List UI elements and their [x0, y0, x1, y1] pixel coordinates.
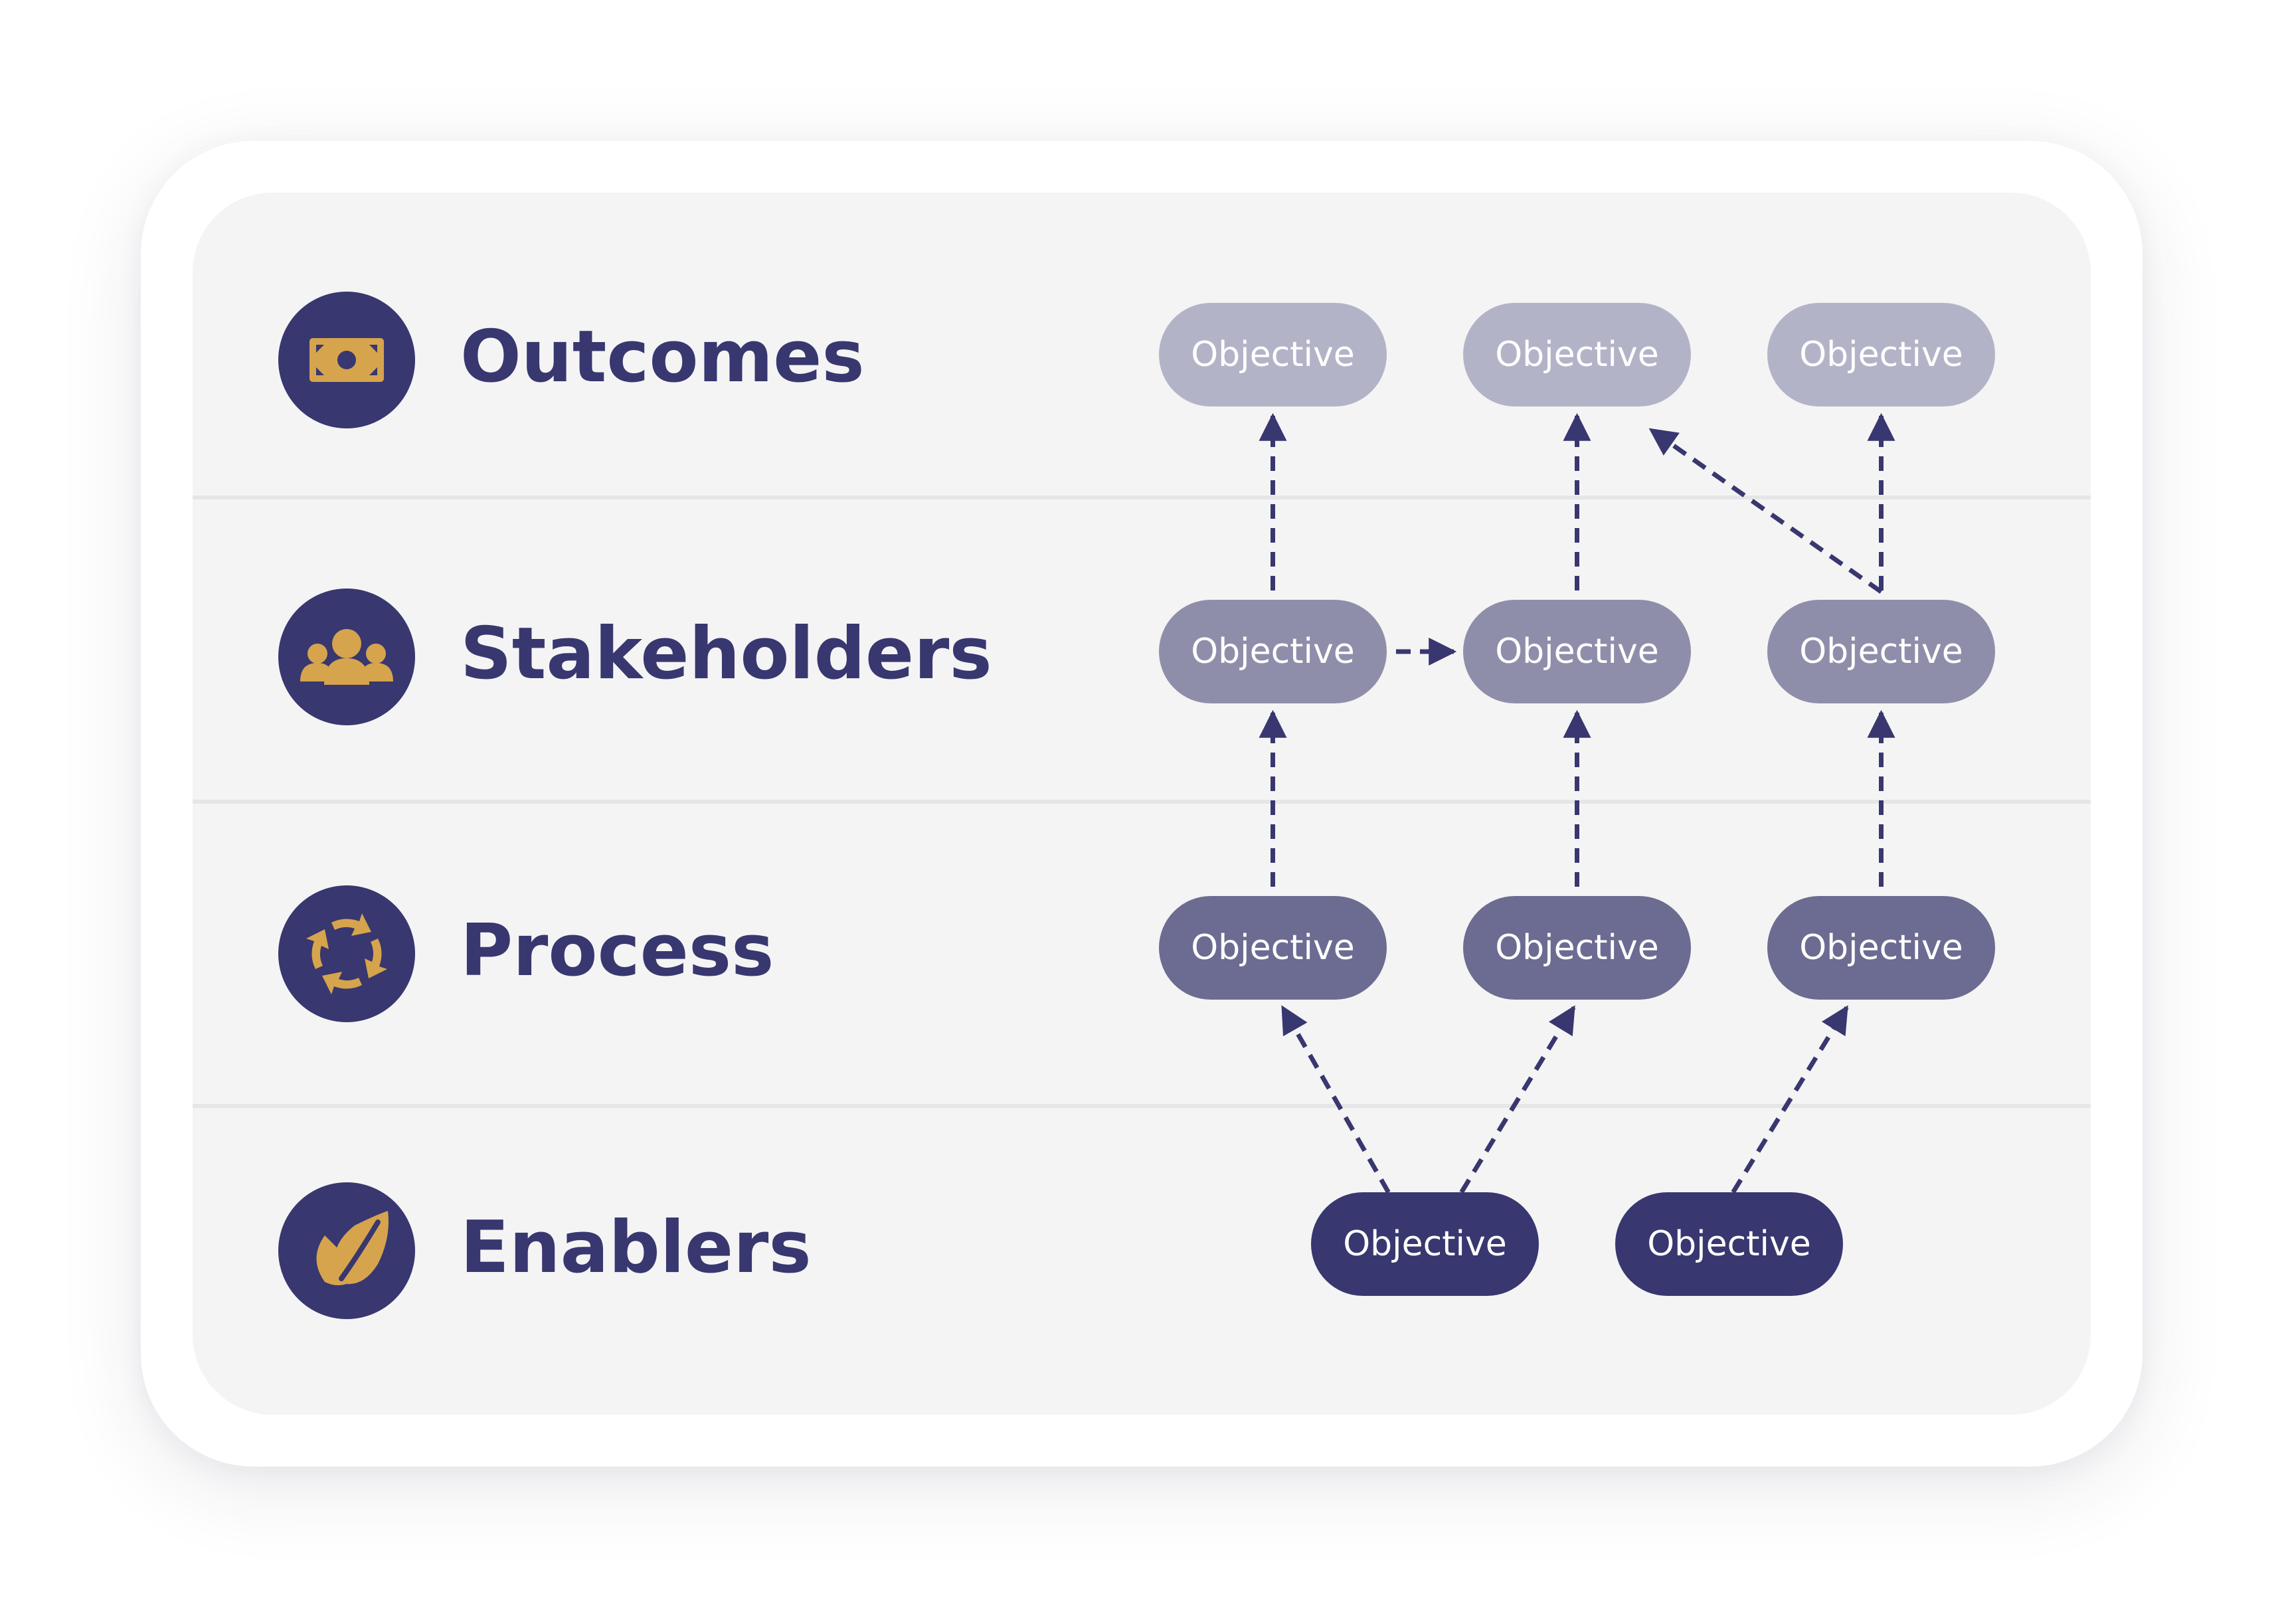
objective-node[interactable]: Objective [1767, 896, 1995, 1000]
row-icon-enablers [278, 1182, 415, 1319]
objective-node[interactable]: Objective [1463, 600, 1691, 703]
objective-node[interactable]: Objective [1159, 303, 1387, 406]
row-divider [193, 800, 2091, 804]
row-divider [193, 1104, 2091, 1108]
row-icon-stakeholders [278, 588, 415, 725]
objective-node[interactable]: Objective [1159, 600, 1387, 703]
row-divider [193, 496, 2091, 499]
people-group-icon [300, 629, 393, 685]
row-label-process: Process [460, 909, 774, 992]
objective-node[interactable]: Objective [1767, 600, 1995, 703]
objective-node[interactable]: Objective [1159, 896, 1387, 1000]
leaf-icon [316, 1211, 389, 1285]
row-icon-process [278, 885, 415, 1022]
cycle-arrows-icon [306, 913, 387, 994]
row-icon-outcomes [278, 292, 415, 428]
row-label-outcomes: Outcomes [460, 316, 865, 399]
row-label-enablers: Enablers [460, 1206, 812, 1289]
objective-node[interactable]: Objective [1463, 896, 1691, 1000]
objective-node[interactable]: Objective [1767, 303, 1995, 406]
objective-node[interactable]: Objective [1615, 1192, 1843, 1296]
row-label-stakeholders: Stakeholders [460, 612, 992, 695]
objective-node[interactable]: Objective [1311, 1192, 1539, 1296]
banknote-icon [309, 338, 384, 382]
objective-node[interactable]: Objective [1463, 303, 1691, 406]
